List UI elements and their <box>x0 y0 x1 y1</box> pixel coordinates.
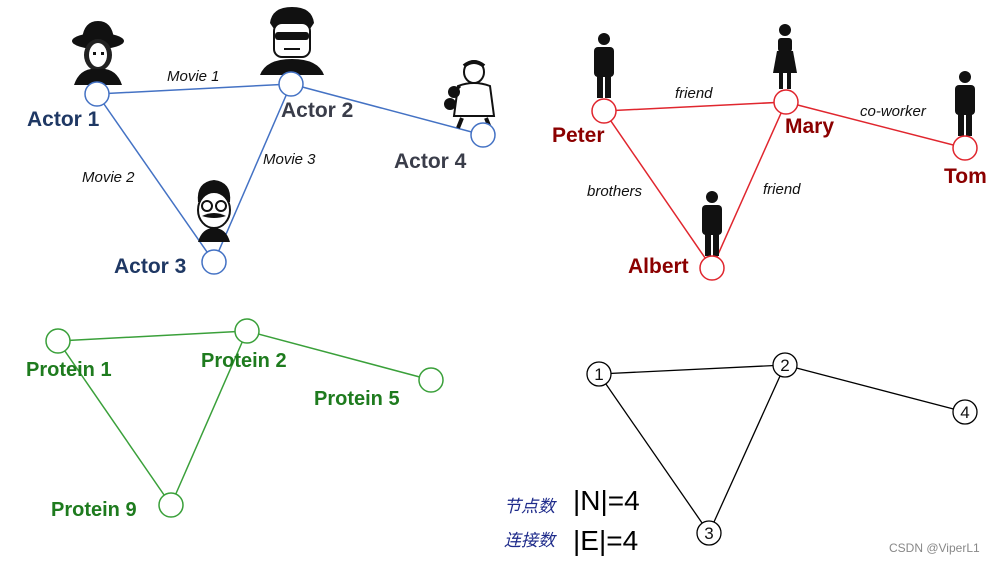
protein-node-2 <box>234 318 260 344</box>
protein-node-9 <box>158 492 184 518</box>
edge-label-movie2: Movie 2 <box>82 169 135 186</box>
social-node-mary <box>773 89 799 115</box>
edge-label-coworker: co-worker <box>860 103 927 120</box>
abstract-graph: 1 2 3 4 节点数 |N|=4 连接数 |E|=4 <box>504 352 978 556</box>
fedora-man-portrait-icon <box>72 21 124 85</box>
edge-n2-n3 <box>708 364 786 534</box>
graph-node-label-4: 4 <box>960 403 969 422</box>
social-node-tom <box>952 135 978 161</box>
social-label-albert: Albert <box>628 255 689 278</box>
edge-label-brothers: brothers <box>587 183 643 200</box>
social-node-albert <box>699 255 725 281</box>
edge-protein2-protein5 <box>246 330 432 381</box>
protein-node-1 <box>45 328 71 354</box>
edge-actor2-actor3 <box>213 83 292 263</box>
protein-label-2: Protein 2 <box>201 350 287 372</box>
actor-node-3 <box>201 249 227 275</box>
actor-node-2 <box>278 71 304 97</box>
social-node-peter <box>591 98 617 124</box>
edge-mary-albert <box>711 101 787 269</box>
graph-node-1 <box>586 361 612 387</box>
edge-actor1-actor3 <box>96 93 215 263</box>
watermark: CSDN @ViperL1 <box>889 541 980 555</box>
node-count-note: 节点数 <box>504 497 557 517</box>
social-label-tom: Tom <box>944 165 987 188</box>
actor-label-1: Actor 1 <box>27 108 100 131</box>
martial-artist-portrait-icon <box>444 60 496 129</box>
social-network: friend co-worker brothers friend <box>552 24 987 281</box>
actor-network: Movie 1 Movie 2 Movie 3 <box>27 7 496 278</box>
node-count-formula: |N|=4 <box>573 485 640 516</box>
edge-actor2-actor4 <box>290 83 484 136</box>
actor-node-1 <box>84 81 110 107</box>
edge-count-formula: |E|=4 <box>573 525 638 556</box>
edge-n2-n4 <box>784 364 966 413</box>
edge-label-friend-2: friend <box>763 181 801 198</box>
actor-node-4 <box>470 122 496 148</box>
social-label-peter: Peter <box>552 124 605 147</box>
protein-label-1: Protein 1 <box>26 359 112 381</box>
edge-peter-mary <box>603 101 787 112</box>
graph-node-label-3: 3 <box>704 524 713 543</box>
edge-count-note: 连接数 <box>504 531 557 551</box>
social-label-mary: Mary <box>785 115 834 138</box>
edge-label-movie3: Movie 3 <box>263 151 316 168</box>
protein-label-5: Protein 5 <box>314 388 400 410</box>
edge-protein1-protein2 <box>57 330 248 342</box>
edge-peter-albert <box>603 110 713 269</box>
graph-node-label-1: 1 <box>594 365 603 384</box>
protein-network: Protein 1 Protein 2 Protein 5 Protein 9 <box>26 318 444 521</box>
graph-node-2 <box>772 352 798 378</box>
man-silhouette-icon <box>702 191 722 256</box>
man-silhouette-icon <box>955 71 975 136</box>
sunglasses-man-portrait-icon <box>260 7 324 75</box>
edge-n1-n3 <box>598 373 710 534</box>
protein-node-5 <box>418 367 444 393</box>
edge-mary-tom <box>785 101 966 149</box>
woman-silhouette-icon <box>773 24 797 89</box>
graph-node-3 <box>696 520 722 546</box>
edge-actor1-actor2 <box>96 83 292 95</box>
edge-protein2-protein9 <box>170 330 248 506</box>
edge-label-movie1: Movie 1 <box>167 68 220 85</box>
actor-label-2: Actor 2 <box>281 99 353 122</box>
edge-label-friend-1: friend <box>675 85 713 102</box>
graph-node-4 <box>952 399 978 425</box>
mustache-glasses-man-portrait-icon <box>197 180 231 242</box>
edge-n1-n2 <box>598 364 786 375</box>
actor-label-4: Actor 4 <box>394 150 467 173</box>
graph-node-label-2: 2 <box>780 356 789 375</box>
protein-label-9: Protein 9 <box>51 499 137 521</box>
actor-label-3: Actor 3 <box>114 255 186 278</box>
edge-protein1-protein9 <box>57 340 172 506</box>
man-silhouette-icon <box>594 33 614 98</box>
